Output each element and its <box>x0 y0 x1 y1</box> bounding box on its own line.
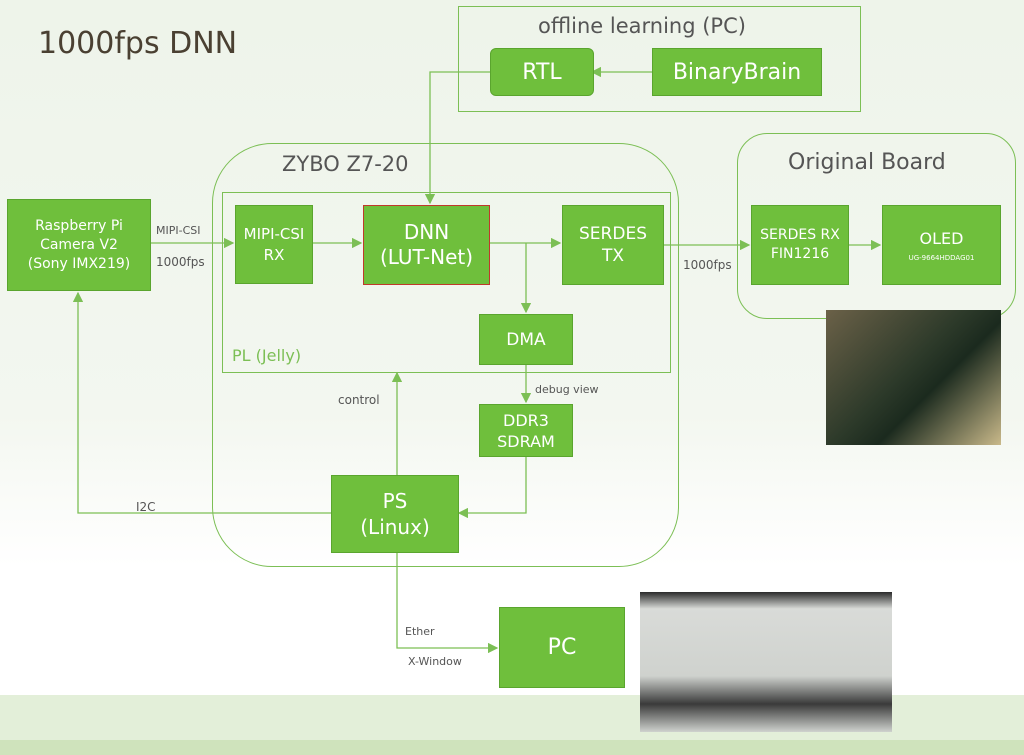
dnn-line1: DNN <box>403 220 450 244</box>
oled-block: OLED UG-9664HDDAG01 <box>882 205 1001 285</box>
ddr3-line1: DDR3 <box>503 410 549 430</box>
mipi-rx-line2: RX <box>263 245 285 264</box>
camera-line1: Raspberry Pi <box>35 217 123 234</box>
serdes-rx-line1: SERDES RX <box>760 227 840 243</box>
page-title: 1000fps DNN <box>38 26 238 61</box>
mipi-rx-line1: MIPI-CSI <box>243 224 305 243</box>
offline-learning-group <box>458 6 861 112</box>
ps-block: PS (Linux) <box>331 475 459 553</box>
mipi-rx-block: MIPI-CSI RX <box>235 205 313 284</box>
dma-label: DMA <box>506 329 546 350</box>
xwindow-label: X-Window <box>408 655 462 668</box>
debug-view-label: debug view <box>535 383 599 396</box>
pc-label: PC <box>547 635 577 660</box>
zybo-title: ZYBO Z7-20 <box>282 152 409 176</box>
mipi-csi-label: MIPI-CSI <box>156 224 201 237</box>
dma-block: DMA <box>479 314 573 365</box>
serdes-rx-line2: FIN1216 <box>770 246 830 262</box>
ps-line1: PS <box>382 489 408 513</box>
binarybrain-label: BinaryBrain <box>672 59 802 85</box>
original-board-photo <box>826 310 1001 445</box>
oled-label: OLED <box>919 228 964 248</box>
dnn-block: DNN (LUT-Net) <box>363 205 490 285</box>
footer-band-dark <box>0 740 1024 755</box>
binarybrain-block: BinaryBrain <box>652 48 822 96</box>
pl-group <box>222 192 671 373</box>
ps-line2: (Linux) <box>360 515 430 539</box>
camera-line3: (Sony IMX219) <box>27 255 131 272</box>
oled-part-number: UG-9664HDDAG01 <box>908 253 975 262</box>
fps-label-camera: 1000fps <box>156 255 205 269</box>
i2c-label: I2C <box>136 500 156 514</box>
camera-block: Raspberry Pi Camera V2 (Sony IMX219) <box>7 199 151 291</box>
fps-label-serdes: 1000fps <box>683 258 732 272</box>
pc-block: PC <box>499 607 625 688</box>
zybo-group <box>212 143 679 567</box>
camera-line2: Camera V2 <box>40 236 118 253</box>
ether-label: Ether <box>405 625 435 638</box>
ddr3-line2: SDRAM <box>497 431 555 451</box>
pc-screen-photo <box>640 592 892 732</box>
ddr3-block: DDR3 SDRAM <box>479 404 573 457</box>
control-label: control <box>338 393 380 407</box>
rtl-block: RTL <box>490 48 594 96</box>
serdes-rx-block: SERDES RX FIN1216 <box>751 205 849 285</box>
original-board-title: Original Board <box>788 150 946 175</box>
serdes-tx-block: SERDES TX <box>562 205 664 285</box>
offline-learning-title: offline learning (PC) <box>538 14 746 38</box>
serdes-tx-line1: SERDES <box>579 224 647 244</box>
rtl-label: RTL <box>522 59 562 85</box>
pl-title: PL (Jelly) <box>232 346 302 365</box>
serdes-tx-line2: TX <box>601 246 625 266</box>
dnn-line2: (LUT-Net) <box>379 245 474 269</box>
